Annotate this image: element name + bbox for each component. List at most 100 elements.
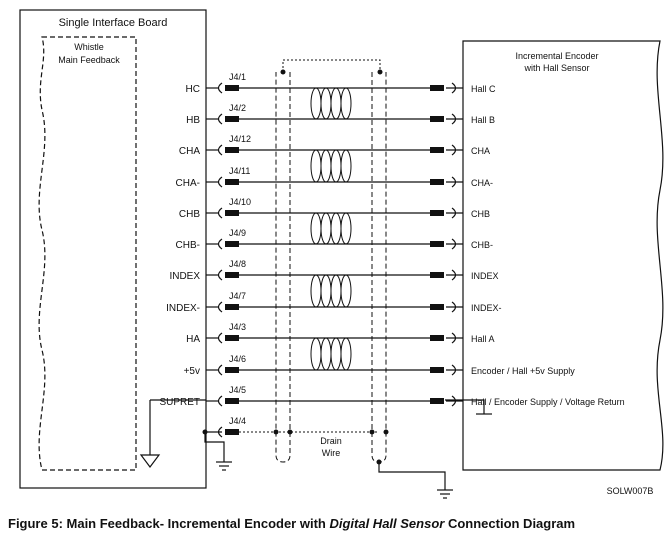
figure-caption: Figure 5: Main Feedback- Incremental Enc… [8,516,670,531]
right-connector-pin [430,398,444,404]
twisted-pair-coil [330,87,342,120]
signal-label-right: CHA [471,146,490,156]
encoder-title-1: Incremental Encoder [515,51,598,61]
right-connector-pin [430,367,444,373]
connection-diagram: Single Interface Board Whistle Main Feed… [19,9,664,499]
signal-label-right: CHB- [471,240,493,250]
twisted-pair-coil [330,149,342,183]
twisted-pair-coil [310,149,322,183]
pin-label: J4/8 [229,259,246,269]
drain-wire-label-1: Drain [320,436,342,446]
signal-label-left: CHA [179,146,200,157]
pin-label: J4/10 [229,197,251,207]
signal-label-left: HA [186,334,200,345]
left-connector-pin [225,304,239,310]
left-connector-pin [225,241,239,247]
signal-label-left: SUPRET [159,397,200,408]
left-connector-socket [217,364,223,376]
pin-label: J4/9 [229,228,246,238]
pin-label: J4/1 [229,72,246,82]
shield-top [282,59,381,72]
pin-label: J4/6 [229,354,246,364]
twisted-pair-coil [320,149,332,183]
signal-label-left: CHA- [176,178,200,189]
left-connector-pin [225,367,239,373]
twisted-pair-coil [310,87,322,120]
left-connector-pin [225,85,239,91]
board-chassis-ground-icon [216,461,232,471]
left-connector-pin [225,116,239,122]
signal-label-left: INDEX [169,271,200,282]
encoder-box [462,40,664,471]
pin-label: J4/3 [229,322,246,332]
left-connector-socket [217,176,223,188]
signal-label-right: INDEX- [471,303,502,313]
shield-right-line [371,72,387,463]
pin-label: J4/2 [229,103,246,113]
signal-label-left: HB [186,115,200,126]
twisted-pair-coil [320,87,332,120]
twisted-pair-coil [310,337,322,371]
shield-dot-left [280,69,286,75]
left-connector-pin [225,179,239,185]
left-connector-socket [217,301,223,313]
right-connector-pin [430,335,444,341]
caption-italic: Digital Hall Sensor [329,516,445,531]
pin-label: J4/5 [229,385,246,395]
left-connector-pin [225,335,239,341]
left-connector-socket [217,269,223,281]
right-connector-pin [430,85,444,91]
signal-label-left: CHB [179,209,200,220]
signal-label-right: Encoder / Hall +5v Supply [471,366,575,376]
left-connector-pin [225,429,239,435]
left-connector-socket [217,113,223,125]
right-connector-pin [430,241,444,247]
caption-prefix: Figure 5: Main Feedback- Incremental Enc… [8,516,330,531]
signal-label-right: Hall C [471,84,496,94]
left-connector-pin [225,210,239,216]
pin-label: J4/11 [229,166,250,176]
left-connector-socket [217,207,223,219]
twisted-pair-coil [310,212,322,245]
left-connector-pin [225,147,239,153]
right-connector-pin [430,147,444,153]
signal-label-left: INDEX- [166,303,200,314]
encoder-return-ground-wire [445,399,485,414]
pin-label: J4/7 [229,291,246,301]
left-connector-pin [225,272,239,278]
board-title: Single Interface Board [59,17,168,29]
left-connector-socket [217,82,223,94]
twisted-pair-coil [340,212,352,245]
signal-label-right: CHA- [471,178,493,188]
encoder-title-2: with Hall Sensor [523,63,589,73]
junction-dot [287,429,293,435]
junction-dot [383,429,389,435]
drain-to-case-wire [378,462,446,490]
left-connector-socket [217,395,223,407]
twisted-pair-coil [340,337,352,371]
signal-label-left: CHB- [176,240,200,251]
twisted-pair-coil [340,149,352,183]
doc-code: SOLW007B [607,486,654,496]
right-connector-pin [430,116,444,122]
signal-label-left: HC [186,84,200,95]
twisted-pair-coil [320,337,332,371]
twisted-pair-coil [320,212,332,245]
shield-left-line [275,72,291,463]
signal-label-right: Hall / Encoder Supply / Voltage Return [471,397,625,407]
drain-wire-label-2: Wire [322,448,341,458]
right-connector-pin [430,210,444,216]
caption-suffix: Connection Diagram [444,516,576,531]
signal-label-right: CHB [471,209,490,219]
twisted-pair-coil [320,274,332,308]
signal-label-left: +5v [184,366,200,377]
twisted-pair-coil [340,274,352,308]
right-connector-pin [430,272,444,278]
twisted-pair-coil [330,212,342,245]
signal-label-right: Hall B [471,115,495,125]
pin-label: J4/4 [229,416,246,426]
pin-label: J4/12 [229,134,251,144]
junction-dot [369,429,375,435]
left-connector-pin [225,398,239,404]
